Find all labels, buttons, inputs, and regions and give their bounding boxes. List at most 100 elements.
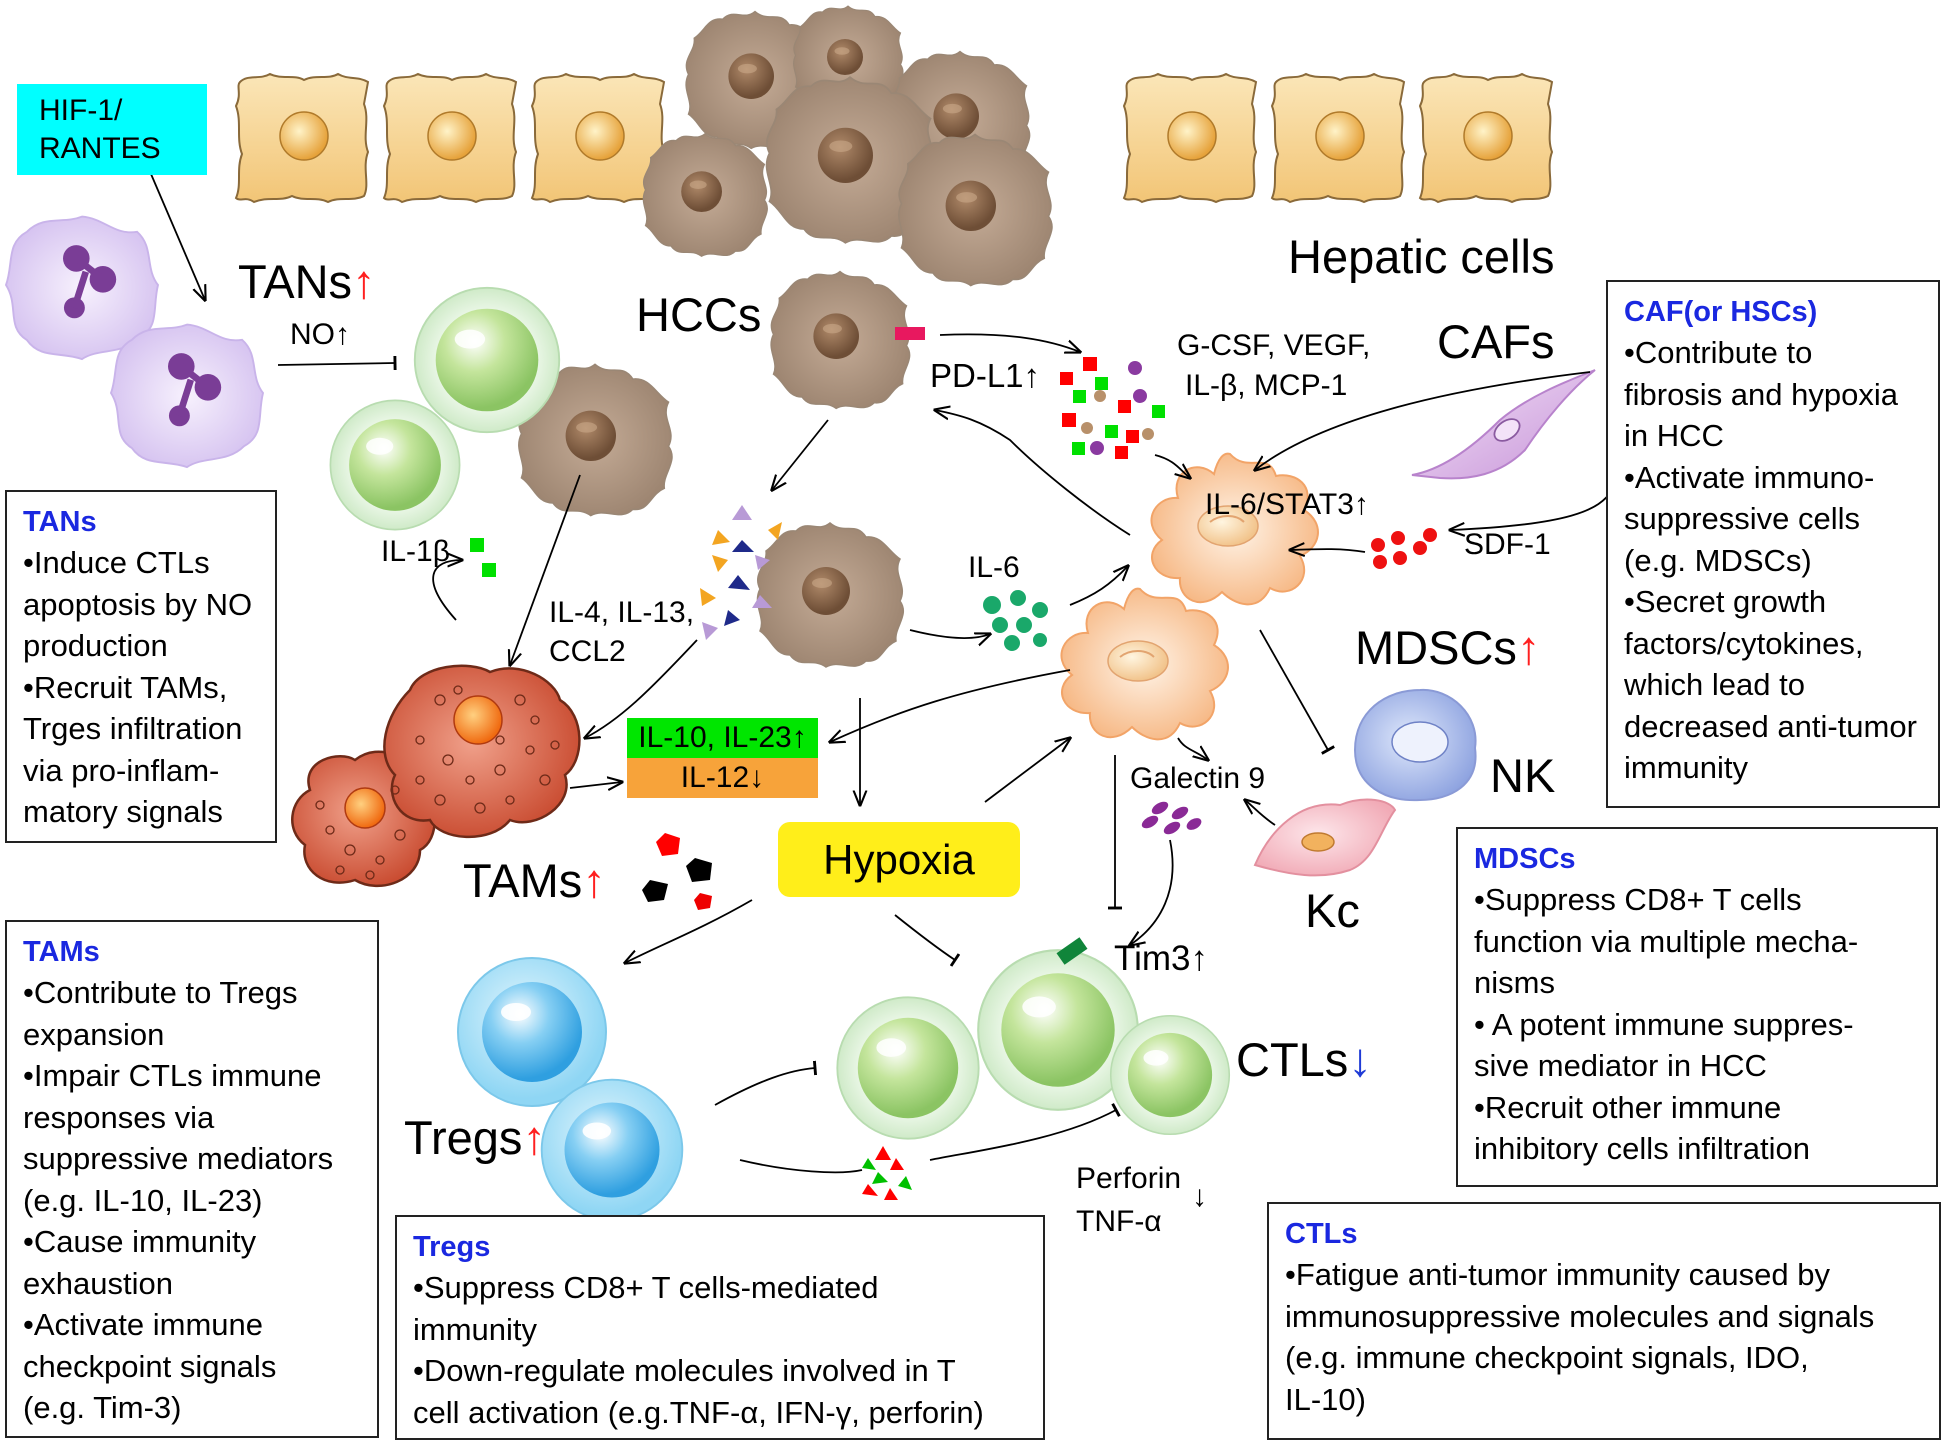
treg-secreted-molecules: [862, 1146, 912, 1200]
il10-il23-bar: IL-10, IL-23↑: [627, 718, 818, 758]
il12-bar: IL-12↓: [627, 758, 818, 798]
tams-box-line: (e.g. Tim-3): [23, 1390, 182, 1425]
tregs-box-line: cell activation (e.g.TNF-α, IFN-γ, perfo…: [413, 1394, 984, 1430]
il4-il13-label: IL-4, IL-13,: [549, 596, 695, 629]
tams-info-box: TAMs •Contribute to Tregs expansion •Imp…: [5, 920, 379, 1438]
caf-box-line: •Activate immuno-: [1624, 459, 1875, 495]
nk-label: NK: [1490, 749, 1556, 802]
tans-box-line: matory signals: [23, 794, 223, 829]
nk-cell: [1353, 688, 1477, 802]
il6-particles: [983, 590, 1048, 651]
tans-box-line: •Induce CTLs: [23, 545, 210, 580]
hepatic-cells-label: Hepatic cells: [1288, 230, 1555, 283]
cafs-label: CAFs: [1437, 315, 1555, 368]
ctls-box-title: CTLs: [1285, 1218, 1358, 1250]
mdscs-box-line: nisms: [1474, 965, 1555, 1000]
caf-cell: [1411, 369, 1596, 480]
tregs-info-box: Tregs •Suppress CD8+ T cells-mediated im…: [395, 1215, 1045, 1440]
hepatic-cells-left: [235, 73, 665, 203]
gcsf-vegf-label: G-CSF, VEGF,: [1177, 329, 1371, 362]
caf-box-title: CAF(or HSCs): [1624, 296, 1818, 328]
tregs-box-line: •Suppress CD8+ T cells-mediated: [413, 1270, 879, 1305]
tans-info-box: TANs •Induce CTLs apoptosis by NO produc…: [5, 490, 277, 843]
mdscs-box-line: •Suppress CD8+ T cells: [1474, 882, 1802, 917]
caf-box-line: (e.g. MDSCs): [1624, 542, 1812, 578]
ctls-box-line: immunosuppressive molecules and signals: [1285, 1298, 1875, 1334]
tams-box-line: checkpoint signals: [23, 1348, 277, 1384]
t-cell-top-1: [413, 286, 561, 434]
mdsc-cell-1: [1150, 452, 1319, 606]
tregs-box-line: immunity: [413, 1311, 538, 1347]
hcc-cell-pdl1: [770, 270, 925, 410]
caf-box-line: in HCC: [1624, 418, 1724, 453]
tans-box-line: apoptosis by NO: [23, 586, 253, 622]
caf-box-line: which lead to: [1624, 667, 1805, 702]
tregs-box-title: Tregs: [413, 1231, 491, 1263]
mdscs-box-line: inhibitory cells infiltration: [1474, 1131, 1810, 1166]
hif-rantes-label: HIF-1/ RANTES: [17, 84, 207, 175]
hypoxia-label: Hypoxia: [778, 822, 1020, 897]
tam-cells: [291, 664, 581, 888]
tim3-receptor: [1056, 937, 1088, 965]
perforin-down-arrow: ↓: [1192, 1180, 1207, 1213]
tregs-box-line: •Down-regulate molecules involved in T: [413, 1353, 956, 1388]
caf-box-line: decreased anti-tumor: [1624, 708, 1917, 744]
hcc-cell-center: [756, 522, 905, 668]
hepatic-cells-right: [1123, 73, 1553, 203]
ctl-cell-right: [1109, 1014, 1231, 1136]
tan-cell-2: [111, 325, 263, 468]
galectin9-particles: [1141, 801, 1202, 835]
tams-box-title: TAMs: [23, 936, 100, 968]
il6-label: IL-6: [968, 551, 1020, 584]
ctls-box-line: IL-10): [1285, 1381, 1366, 1417]
caf-box-line: fibrosis and hypoxia: [1624, 376, 1898, 412]
hccs-label: HCCs: [636, 288, 762, 341]
caf-box-line: suppressive cells: [1624, 501, 1861, 536]
tams-box-line: (e.g. IL-10, IL-23): [23, 1182, 263, 1218]
tans-box-title: TANs: [23, 506, 97, 538]
tams-box-line: •Cause immunity: [23, 1224, 257, 1259]
tams-box-line: •Impair CTLs immune: [23, 1058, 322, 1093]
t-cell-top-2: [329, 399, 461, 531]
no-label: NO↑: [290, 318, 350, 351]
mdscs-box-line: function via multiple mecha-: [1474, 923, 1859, 959]
kc-cell: [1253, 798, 1397, 877]
treg-cell-1: [457, 957, 607, 1107]
tams-box-line: •Activate immune: [23, 1307, 263, 1342]
mdsc-cell-2: [1060, 587, 1229, 741]
tregs-label: Tregs↑: [404, 1111, 546, 1164]
ctls-box-line: (e.g. immune checkpoint signals, IDO,: [1285, 1340, 1809, 1375]
mdscs-box-line: •Recruit other immune: [1474, 1089, 1782, 1125]
ctl-cell-left: [836, 996, 980, 1140]
tam-secreted-molecules: [642, 833, 712, 910]
ctls-label: CTLs↓: [1236, 1033, 1372, 1086]
tnf-alpha-label: TNF-α: [1076, 1205, 1162, 1238]
tams-box-line: responses via: [23, 1099, 215, 1135]
caf-box-line: •Contribute to: [1624, 335, 1813, 370]
sdf1-label: SDF-1: [1464, 528, 1551, 561]
mdscs-box-line: • A potent immune suppres-: [1474, 1006, 1854, 1042]
tams-box-line: exhaustion: [23, 1265, 173, 1301]
il6-stat3-label: IL-6/STAT3↑: [1205, 488, 1369, 521]
mdscs-box-line: sive mediator in HCC: [1474, 1048, 1767, 1083]
galectin9-label: Galectin 9: [1130, 762, 1266, 795]
pd-l1-label: PD-L1↑: [930, 357, 1041, 394]
tams-box-line: expansion: [23, 1016, 165, 1052]
tans-box-line: Trges infiltration: [23, 711, 243, 746]
mdscs-box-title: MDSCs: [1474, 843, 1576, 875]
tams-box-line: •Contribute to Tregs: [23, 975, 298, 1010]
il4-triangles: [700, 505, 782, 640]
tams-label: TAMs↑: [463, 854, 606, 907]
tans-label: TANs↑: [238, 255, 376, 308]
il1b-label: IL-1β: [381, 535, 450, 568]
ccl2-label: CCL2: [549, 635, 626, 668]
tans-box-line: •Recruit TAMs,: [23, 669, 228, 705]
mdscs-info-box: MDSCs •Suppress CD8+ T cells function vi…: [1456, 827, 1938, 1187]
tim3-label: Tim3↑: [1114, 939, 1208, 978]
cytokine-particles-gcsf: [1060, 357, 1165, 459]
caf-box-line: immunity: [1624, 750, 1749, 785]
caf-box-line: factors/cytokines,: [1624, 625, 1864, 661]
perforin-label: Perforin: [1076, 1162, 1182, 1195]
